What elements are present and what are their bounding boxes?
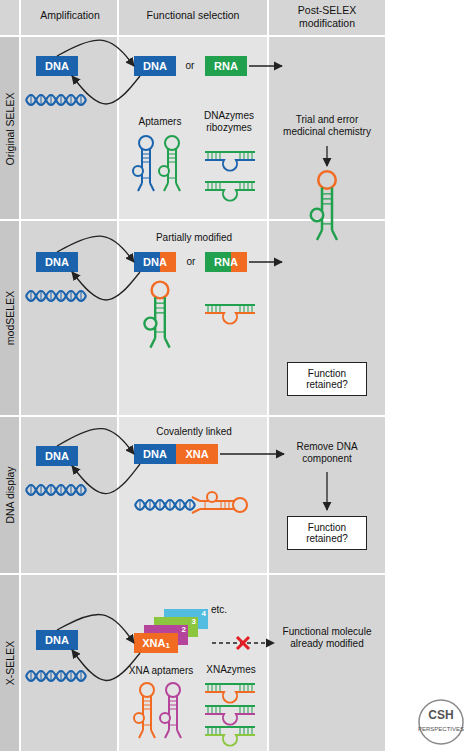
node-label: DNA [143,60,167,72]
xna-box: XNA1 [134,633,178,653]
annotation: etc. [211,604,239,616]
dna-helix [135,500,195,510]
annotation: XNAzymes [200,664,262,676]
dna-box: DNA [36,446,78,466]
xnazyme-structure [205,727,255,746]
aptamer-structure [133,136,154,191]
process-arrow [326,146,327,166]
question-box: Function retained? [287,516,367,550]
process-arrow [326,472,327,510]
row-label-strip [0,36,20,751]
xnazyme-structure [205,706,255,725]
xna-aptamer [160,683,181,738]
xnazyme-structure [205,684,255,703]
row-label: modSELEX [2,223,18,413]
grid-lines [0,0,385,751]
process-arrow [220,453,284,454]
row-label: DNA display [2,420,18,570]
node-label: DNA [45,634,69,646]
annotation: DNAzymes ribozymes [200,110,258,134]
modified-aptamer [144,282,169,348]
logo-text: PERSPECTIVES [416,726,466,733]
node-label: DNA [134,444,176,464]
aptamer-structure [159,136,180,191]
cycle-arrow [72,272,140,300]
subscript-number: 1 [165,642,169,651]
dnazyme-structure [205,152,255,171]
node-label: DNA [45,256,69,268]
publisher-logo [419,700,463,744]
dna-helix [26,671,86,681]
annotation: Aptamers [129,116,191,128]
red-cross [237,637,249,649]
node-label: RNA [214,60,238,72]
xna-aptamer [134,683,155,738]
node-label: DNA [143,256,167,268]
node-label: DNA [45,60,69,72]
dna-xna-box: DNAXNA [134,444,218,464]
modified-rna-box: RNA [205,252,247,272]
subscript-number: 4 [202,609,208,618]
process-arrow [249,261,282,262]
question-box: Function retained? [287,362,367,396]
cycle-arrow [72,464,140,494]
row-label: Original SELEX [2,39,18,219]
connector-word: or [176,60,204,72]
process-arrow [249,65,282,66]
annotation: XNA aptamers [121,665,201,677]
node-label: XNA [176,444,218,464]
dna-box: DNA [134,56,176,76]
column-header: Post-SELEX modification [284,4,370,29]
node-label: DNA [45,450,69,462]
node-label: XNA [142,637,165,649]
modified-ribozyme [205,305,255,324]
connector-word: or [178,256,204,268]
dna-box: DNA [36,252,78,272]
dna-box: DNA [36,56,78,76]
annotation: Remove DNA component [285,441,369,465]
row-label: X-SELEX [2,578,18,748]
column-header: Amplification [22,9,118,22]
column-header: Functional selection [120,9,266,22]
subscript-number: 2 [182,625,188,634]
rna-box: RNA [205,56,247,76]
dna-box: DNA [36,630,78,650]
column-background [118,36,268,751]
annotation: Trial and error medicinal chemistry [277,114,377,138]
subscript-number: 3 [192,617,198,626]
annotation: Partially modified [138,232,250,244]
node-label: Function retained? [288,522,366,544]
dna-helix [26,291,86,301]
xna-hairpin [192,492,247,513]
dna-helix [26,485,86,495]
annotation: Functional molecule already modified [277,626,377,650]
node-label: RNA [214,256,238,268]
node-label: Function retained? [288,368,366,390]
annotation: Covalently linked [138,426,250,438]
dna-helix [26,95,86,105]
panel-background [0,0,385,751]
cycle-arrow [72,76,140,104]
ribozyme-structure [205,182,255,201]
modified-aptamer [311,171,337,240]
logo-text: CSH [421,708,461,722]
modified-dna-box: DNA [134,252,176,272]
